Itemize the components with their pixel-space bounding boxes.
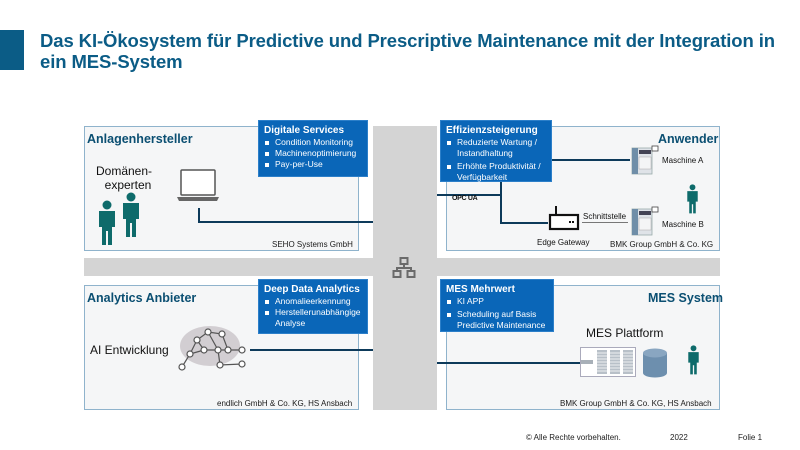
person-icon xyxy=(688,345,699,375)
company-caption: endlich GmbH & Co. KG, HS Ansbach xyxy=(217,399,353,408)
edge-gateway-label: Edge Gateway xyxy=(537,238,590,247)
network-icon xyxy=(392,257,416,278)
callout-item: Pay-per-Use xyxy=(264,159,362,170)
callout-item: Scheduling auf Basis Predictive Maintena… xyxy=(446,309,548,331)
callout-digitale-services: Digitale Services Condition Monitoring M… xyxy=(258,120,368,177)
ai-brain-network-icon xyxy=(178,326,246,371)
server-rack-icon xyxy=(580,347,636,377)
connector-line xyxy=(500,222,548,224)
machine-a-icon xyxy=(631,145,659,175)
footer-year: 2022 xyxy=(670,433,688,442)
callout-item: Condition Monitoring xyxy=(264,137,362,148)
footer-slide-number: Folie 1 xyxy=(738,433,763,442)
quadrant-title-anlagenhersteller: Anlagenhersteller xyxy=(87,132,193,146)
page-title: Das KI-Ökosystem für Predictive und Pres… xyxy=(40,30,775,72)
callout-item: Erhöhte Produktivität / Verfügbarkeit xyxy=(446,161,546,183)
connector-line xyxy=(198,221,373,223)
callout-item: Herstellerunabhängige Analyse xyxy=(264,307,362,329)
domain-experts-label: Domänen- experten xyxy=(96,164,153,192)
callout-item: Machinenoptimierung xyxy=(264,148,362,159)
interface-label: Schnittstelle xyxy=(583,212,627,221)
quadrant-title-analytics: Analytics Anbieter xyxy=(87,291,197,305)
callout-mes-mehrwert: MES Mehrwert KI APP Scheduling auf Basis… xyxy=(440,279,554,332)
company-caption: BMK Group GmbH & Co. KG xyxy=(610,240,714,249)
connector-line xyxy=(437,194,501,196)
machine-b-icon xyxy=(631,206,659,236)
person-icon xyxy=(123,192,139,237)
interface-line xyxy=(582,222,628,223)
laptop-icon xyxy=(177,169,219,201)
company-caption: SEHO Systems GmbH xyxy=(272,240,353,249)
person-icon xyxy=(687,184,698,214)
callout-deep-data-analytics: Deep Data Analytics Anomalieerkennung He… xyxy=(258,279,368,334)
callout-item: KI APP xyxy=(446,296,548,307)
person-icon xyxy=(99,200,115,245)
connector-line xyxy=(500,180,502,224)
title-accent-bar xyxy=(0,30,24,70)
machine-a-label: Maschine A xyxy=(662,156,704,165)
opc-ua-logo: OPC UA xyxy=(452,195,478,202)
database-icon xyxy=(643,348,667,378)
connector-line xyxy=(437,362,585,364)
quadrant-title-mes: MES System xyxy=(648,291,724,305)
callout-item: Anomalieerkennung xyxy=(264,296,362,307)
callout-effizienzsteigerung: Effizienzsteigerung Reduzierte Wartung /… xyxy=(440,120,552,182)
edge-gateway-icon xyxy=(548,206,580,231)
machine-b-label: Maschine B xyxy=(662,220,704,229)
connector-line xyxy=(250,349,373,351)
company-caption: BMK Group GmbH & Co. KG, HS Ansbach xyxy=(560,399,712,408)
ai-development-label: AI Entwicklung xyxy=(90,343,169,357)
quadrant-title-anwender: Anwender xyxy=(658,132,719,146)
mes-platform-label: MES Plattform xyxy=(586,326,664,340)
connector-line xyxy=(552,159,630,161)
callout-item: Reduzierte Wartung / Instandhaltung xyxy=(446,137,546,159)
connector-line xyxy=(198,208,200,222)
footer-copyright: © Alle Rechte vorbehalten. xyxy=(526,433,621,442)
